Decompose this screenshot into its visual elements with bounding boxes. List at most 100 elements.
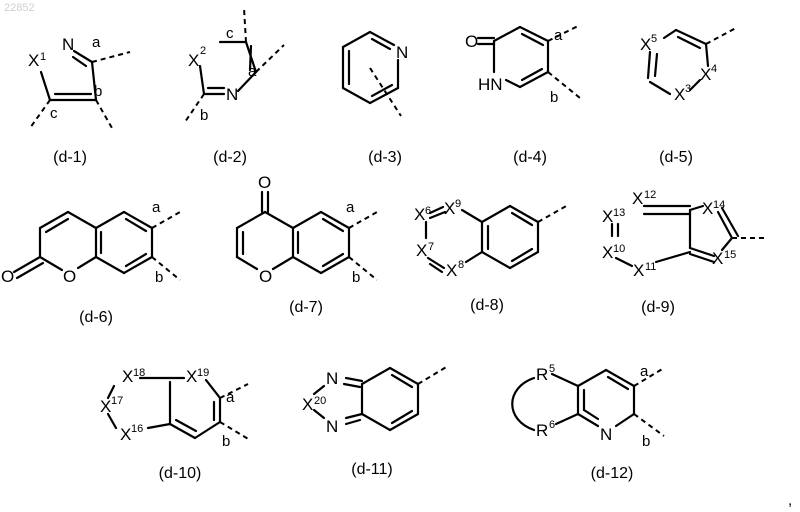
bond (96, 257, 124, 273)
bond (170, 424, 195, 438)
atom-x: X (100, 397, 111, 416)
caption-d-2: (d-2) (213, 149, 247, 166)
bond (148, 424, 170, 428)
bond (237, 257, 257, 269)
superscript-19: 19 (197, 367, 209, 379)
bond (40, 212, 68, 228)
atom-x: X (632, 189, 643, 208)
superscript-r5: 5 (549, 363, 555, 375)
bond (616, 414, 634, 426)
bond (362, 414, 390, 430)
caption-d-7: (d-7) (289, 299, 323, 316)
atom-x: X (602, 207, 613, 226)
substituent-bond (418, 366, 448, 384)
position-b: b (155, 269, 163, 286)
bond (616, 258, 632, 266)
atom-o: O (63, 267, 76, 286)
bond (494, 27, 520, 41)
watermark: 22852 (4, 2, 35, 14)
bond-double (17, 263, 43, 278)
bond-double (522, 34, 543, 45)
atom-x: X (302, 395, 313, 414)
substituent-bond (548, 26, 578, 41)
bond-double (522, 69, 542, 80)
bond (78, 257, 96, 268)
caption-d-11: (d-11) (351, 461, 393, 478)
bond (676, 30, 706, 44)
structure-d-3: N (d-3) (343, 32, 408, 166)
position-a: a (92, 34, 101, 51)
bond (195, 422, 220, 438)
superscript-15: 15 (724, 249, 736, 261)
bond (68, 212, 96, 228)
bond-double (46, 219, 68, 232)
bond (343, 88, 370, 103)
superscript-14: 14 (713, 199, 725, 211)
bond (108, 414, 116, 428)
bond (392, 375, 412, 387)
structure-d-5: X 5 X 4 X 3 (d-5) (640, 28, 736, 166)
structure-d-4: O HN a b (d-4) (465, 26, 580, 166)
structure-d-12: R 5 R 6 N a b (d-12) (512, 363, 664, 482)
atom-x: X (120, 425, 131, 444)
atom-x: X (702, 199, 713, 218)
atom-n: N (396, 43, 408, 62)
atom-x: X (700, 65, 711, 84)
atom-o: O (1, 267, 14, 286)
superscript-10: 10 (613, 243, 625, 255)
bond (370, 32, 394, 45)
caption-d-4: (d-4) (513, 149, 547, 166)
caption-d-8: (d-8) (470, 297, 504, 314)
atom-x: X (640, 35, 651, 54)
superscript-9: 9 (455, 198, 461, 210)
position-b: b (550, 89, 558, 106)
bond-double (346, 420, 360, 424)
atom-x: X (712, 249, 723, 268)
atom-n: N (62, 35, 74, 54)
bond (506, 80, 520, 87)
bond-double (126, 219, 146, 231)
structure-d-8: X 6 X 9 X 7 X 8 (d-8) (414, 198, 568, 314)
bond (482, 252, 510, 268)
position-b: b (222, 433, 230, 450)
bond-double (512, 249, 532, 261)
superscript-3: 3 (685, 83, 691, 95)
position-a: a (226, 389, 235, 406)
superscript-5: 5 (651, 33, 657, 45)
bond-double (512, 213, 532, 225)
structure-d-6: O O a b (d-6) (1, 199, 180, 326)
superscript-13: 13 (613, 207, 625, 219)
bond-double (126, 254, 146, 266)
bond (656, 252, 690, 262)
bond-double (344, 384, 360, 387)
position-b: b (642, 433, 650, 450)
caption-d-12: (d-12) (591, 465, 634, 482)
bond (41, 72, 50, 100)
structure-d-2: X 2 N c a b (d-2) (185, 8, 284, 166)
position-a: a (152, 199, 161, 216)
superscript-r6: 6 (549, 419, 555, 431)
bond (237, 212, 265, 228)
atom-x: X (122, 367, 133, 386)
atom-r: R (536, 365, 548, 384)
atom-x: X (444, 199, 455, 218)
atom-x: X (28, 51, 39, 70)
bond (343, 32, 370, 47)
bond (552, 374, 578, 386)
substituent-bond (96, 100, 112, 128)
structure-d-11: N X 20 N (d-11) (302, 366, 448, 478)
position-c: c (226, 25, 234, 42)
bond (706, 44, 708, 66)
bond-double (430, 207, 443, 213)
substituent-bond (30, 100, 50, 128)
superscript-1: 1 (40, 51, 46, 63)
structure-d-7: O O a b (d-7) (237, 173, 377, 316)
atom-r: R (536, 421, 548, 440)
superscript-8: 8 (458, 259, 464, 271)
atom-x: X (416, 241, 427, 260)
bond-double (608, 377, 628, 389)
atom-n: N (600, 425, 612, 444)
superscript-16: 16 (131, 423, 143, 435)
bond-double (392, 411, 412, 423)
